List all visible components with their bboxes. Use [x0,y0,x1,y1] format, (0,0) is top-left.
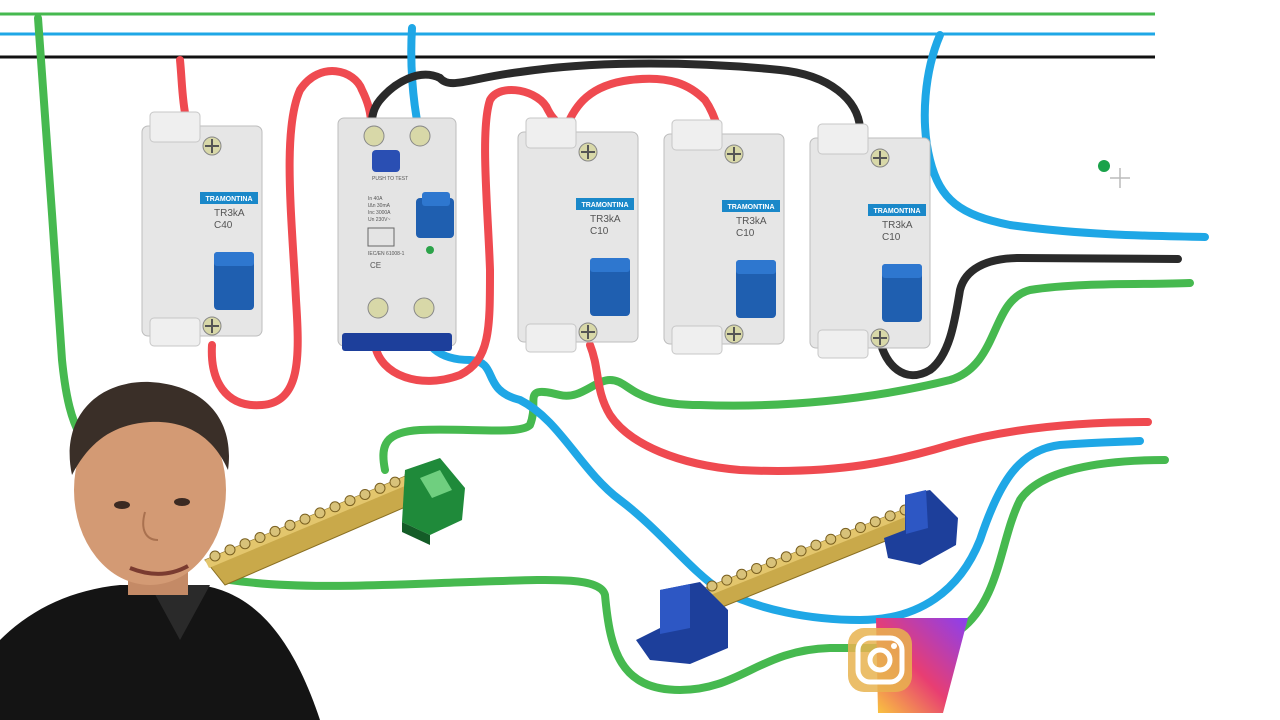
busbar-screw [389,476,401,488]
busbar-screw [736,568,748,580]
breaker-rating: C10 [736,228,755,239]
busbar-screw [840,527,852,539]
breaker-brand: TRAMONTINA [581,202,628,209]
busbar-screw [765,557,777,569]
phase-output-black [876,254,1182,380]
rcd-rating-1: In 40A [368,196,383,202]
busbar-screw [359,488,371,500]
rcd-rating-4: Un 230V~ [368,217,390,223]
busbar-screw [299,513,311,525]
breaker-model: TR3kA [590,214,621,225]
busbar-screw [209,550,221,562]
breaker-3: TRAMONTINA TR3kA C10 [663,119,785,355]
busbar-screw [284,519,296,531]
busbar-screws [706,504,911,592]
ground-wire-to-busbar [379,279,1194,474]
ground-wire-left [34,14,84,439]
rcd-standard: IEC/EN 61008-1 [368,251,405,257]
busbar-screw [721,574,733,586]
busbar-screw [344,495,356,507]
busbar-screw [329,501,341,513]
busbar-screw [854,522,866,534]
busbar-screw [254,532,266,544]
phase-c40-to-rcd [207,67,375,410]
breaker-rating: C10 [882,232,901,243]
busbar-screw [314,507,326,519]
residual-current-device: PUSH TO TEST In 40A IΔn 30mA Inc 3000A U… [337,117,457,351]
rcd-toggle [416,198,454,238]
breaker-4: TRAMONTINA TR3kA C10 [809,123,931,359]
rcd-rating-2: IΔn 30mA [368,203,391,209]
busbar-screw [269,525,281,537]
breaker-brand: TRAMONTINA [205,196,252,203]
neutral-busbar [636,490,958,664]
instagram-icon [848,618,968,713]
phase-feed-c40 [176,56,190,122]
ground-busbar [204,458,465,586]
breaker-1: TRAMONTINA TR3kA C40 [141,111,263,347]
person-avatar [0,381,320,720]
breaker-brand: TRAMONTINA [873,208,920,215]
busbar-screw [224,544,236,556]
rcd-test-label: PUSH TO TEST [372,176,408,182]
test-button [372,150,400,172]
breaker-model: TR3kA [882,220,913,231]
ground-busbar-support [402,458,465,545]
busbar-screw [780,551,792,563]
neutral-busbar-support-right [884,490,958,565]
busbar-screw [869,516,881,528]
busbar-screw [239,538,251,550]
busbar-screw [374,482,386,494]
phase-output-circuit [586,341,1152,475]
breaker-2: TRAMONTINA TR3kA C10 [517,117,639,353]
busbar-screw [884,510,896,522]
ce-mark: CE [370,261,381,270]
breaker-model: TR3kA [214,208,245,219]
busbar-screw [706,580,718,592]
phase-jumper [436,59,864,132]
ground-wire-bottom [226,456,1169,694]
phase-rcd-to-breakers [371,74,722,385]
busbar-screw [825,533,837,545]
busbar-screw [810,539,822,551]
rcd-rating-3: Inc 3000A [368,210,391,216]
breaker-brand: TRAMONTINA [727,204,774,211]
crosshair-cursor-icon [1098,160,1130,188]
busbar-screw [795,545,807,557]
breaker-model: TR3kA [736,216,767,227]
neutral-busbar-support-left [636,582,728,664]
neutral-return [920,31,1209,241]
breaker-rating: C40 [214,220,233,231]
breaker-rating: C10 [590,226,609,237]
busbar-screw [751,562,763,574]
